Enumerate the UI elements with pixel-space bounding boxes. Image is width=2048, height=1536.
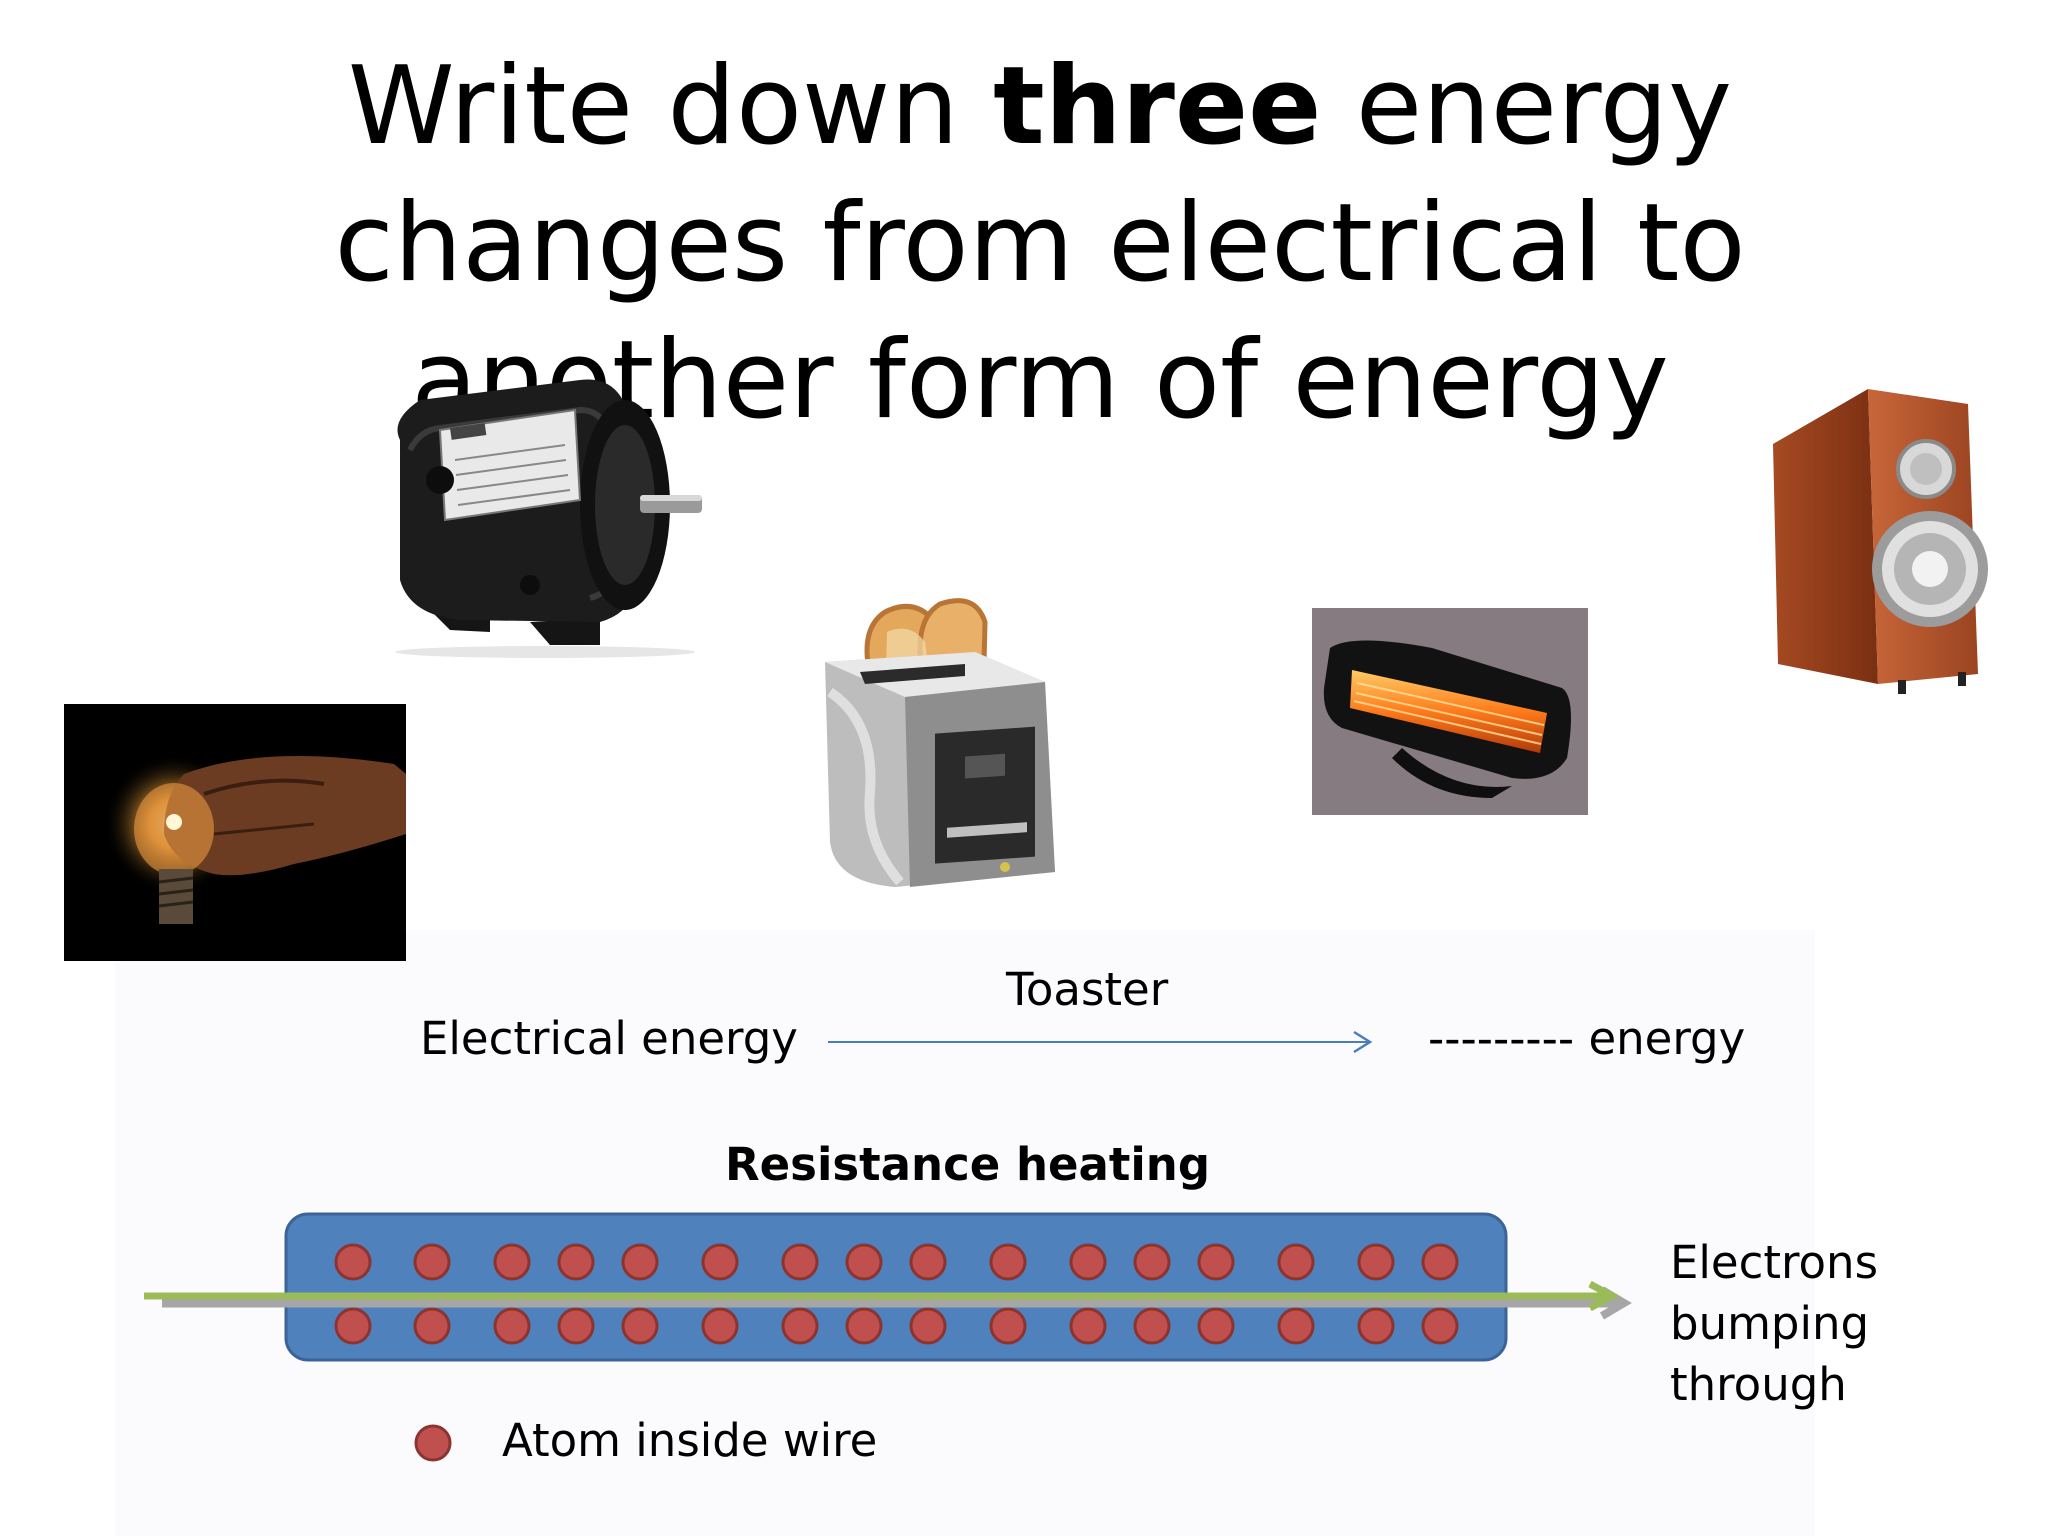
- atom-row1-13: [1197, 1243, 1235, 1281]
- atom-row2-7: [781, 1307, 819, 1345]
- title-bold-word: three: [993, 44, 1322, 169]
- electrons-label-line-1: Electrons: [1670, 1236, 1879, 1289]
- atoms-group: [334, 1243, 1459, 1345]
- resistance-heating-diagram: [144, 1212, 1632, 1362]
- electrons-label-line-2: bumping: [1670, 1297, 1870, 1350]
- atom-row1-14: [1277, 1243, 1315, 1281]
- atom-row1-5: [621, 1243, 659, 1281]
- energy-change-arrow: [828, 1030, 1373, 1054]
- atom-row2-13: [1197, 1307, 1235, 1345]
- atom-row1-16: [1421, 1243, 1459, 1281]
- atom-row1-2: [413, 1243, 451, 1281]
- atom-row1-3: [493, 1243, 531, 1281]
- atom-row1-7: [781, 1243, 819, 1281]
- electric-heater-image: [1312, 608, 1588, 815]
- legend-label: Atom inside wire: [502, 1414, 878, 1467]
- title-part1: Write down: [347, 44, 994, 169]
- slide-title: Write down three energy changes from ele…: [180, 38, 1900, 449]
- atom-row1-15: [1357, 1243, 1395, 1281]
- wire-body: [284, 1212, 1508, 1362]
- toaster-image: [825, 598, 1055, 887]
- title-part2: energy changes from electrical to anothe…: [334, 44, 1746, 443]
- atom-row2-11: [1069, 1307, 1107, 1345]
- atom-row2-16: [1421, 1307, 1459, 1345]
- light-bulb-image: [64, 704, 406, 961]
- atom-row2-12: [1133, 1307, 1171, 1345]
- atom-row1-12: [1133, 1243, 1171, 1281]
- atom-row2-15: [1357, 1307, 1395, 1345]
- electric-motor-image: [395, 379, 702, 658]
- atom-row2-10: [989, 1307, 1027, 1345]
- electron-arrow-head: [1588, 1280, 1620, 1312]
- atom-row2-1: [334, 1307, 372, 1345]
- legend-atom-marker: [414, 1424, 452, 1462]
- atom-row1-11: [1069, 1243, 1107, 1281]
- atom-row1-8: [845, 1243, 883, 1281]
- atom-row2-4: [557, 1307, 595, 1345]
- atom-row2-9: [909, 1307, 947, 1345]
- output-energy-label: --------- energy: [1428, 1012, 1746, 1065]
- diagram-title: Resistance heating: [725, 1138, 1211, 1191]
- input-energy-label: Electrical energy: [420, 1012, 798, 1065]
- atom-row1-10: [989, 1243, 1027, 1281]
- atom-row2-6: [701, 1307, 739, 1345]
- atom-row1-6: [701, 1243, 739, 1281]
- atom-row2-5: [621, 1307, 659, 1345]
- atom-row2-14: [1277, 1307, 1315, 1345]
- atom-row1-4: [557, 1243, 595, 1281]
- atom-row2-3: [493, 1307, 531, 1345]
- atom-row1-9: [909, 1243, 947, 1281]
- device-label: Toaster: [1006, 963, 1169, 1016]
- electrons-label: Electrons bumping through: [1670, 1232, 1878, 1415]
- atom-row2-2: [413, 1307, 451, 1345]
- atom-row1-1: [334, 1243, 372, 1281]
- electrons-label-line-3: through: [1670, 1358, 1847, 1411]
- atom-row2-8: [845, 1307, 883, 1345]
- loudspeaker-image: [1773, 389, 1988, 694]
